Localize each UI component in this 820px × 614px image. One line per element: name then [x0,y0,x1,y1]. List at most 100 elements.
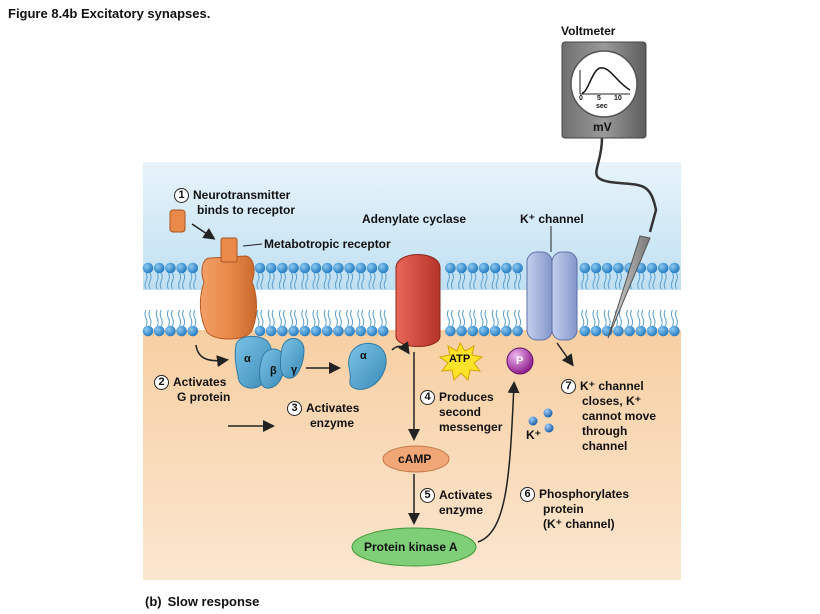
lipid-tail [450,309,454,327]
lipid-tail [170,309,174,327]
lipid-head [187,262,199,274]
step-1-number: 1 [174,188,189,203]
step-6-line3: (K⁺ channel) [543,517,615,531]
lipid-tail [159,272,163,290]
lipid-tail [592,272,596,290]
lipid-tail [338,272,342,290]
lipid-tail [178,309,182,327]
step-2-number: 2 [154,375,169,390]
lipid-tail [652,272,656,290]
lipid-head [613,262,624,274]
lipid-tail [350,309,354,327]
k-ion-label: K⁺ [526,428,541,442]
voltmeter-axis-label: sec [596,103,608,110]
lipid-tail [290,272,294,290]
lipid-tail [166,272,170,290]
lipid-tail [659,272,663,290]
lipid-head [153,262,165,274]
lipid-tail [585,309,589,327]
lipid-tail [271,272,275,290]
lipid-tail [502,272,506,290]
lipid-tail [484,272,488,290]
lipid-tail [256,309,260,327]
lipid-tail [626,309,630,327]
lipid-tail [603,272,607,290]
lipid-head [377,262,389,274]
voltmeter-cable [595,137,658,233]
step-7-number: 7 [561,379,576,394]
lipid-tail [663,272,667,290]
step-7-line5: channel [582,439,628,453]
k-ion [543,408,553,418]
lipid-tail [301,272,305,290]
lipid-head [299,262,311,274]
lipid-head [366,262,378,274]
gamma-label: γ [291,364,298,376]
figure-caption: (b)Slow response [145,594,259,609]
lipid-head [579,325,591,337]
lipid-head [590,262,602,274]
lipid-tail [659,309,663,327]
lipid-tail [670,272,674,290]
lipid-tail [361,309,365,327]
lipid-head [456,262,467,274]
lipid-tail [357,272,361,290]
metabotropic-receptor-label: Metabotropic receptor [264,237,391,251]
lipid-tail [346,309,350,327]
lipid-head [165,325,176,337]
step-4-line3: messenger [439,420,503,434]
atp-label: ATP [449,353,471,365]
lipid-tail [614,272,618,290]
lipid-tail [480,272,484,290]
lipid-tail [155,272,159,290]
lipid-tail [491,309,495,327]
step-7-line1: K⁺ channel [580,379,644,393]
lipid-tail [278,272,282,290]
lipid-head [467,262,479,274]
pka-label: Protein kinase A [364,540,458,554]
lipid-head [344,262,355,274]
lipid-tail [189,272,193,290]
camp-molecule [382,445,450,473]
lipid-tail [166,309,170,327]
step-2-line2: G protein [177,390,231,404]
lipid-tail [491,272,495,290]
lipid-tail [282,272,286,290]
lipid-tail [458,272,462,290]
adenylate-cyclase [395,254,441,347]
lipid-tail [670,309,674,327]
lipid-tail [592,309,596,327]
lipid-head [288,262,299,274]
lipid-tail [260,309,264,327]
lipid-head [153,325,165,337]
neurotransmitter [169,209,186,233]
lipid-tail [518,272,522,290]
lipid-tail [480,309,484,327]
lipid-tail [596,272,600,290]
lipid-tail [469,309,473,327]
lipid-tail [271,309,275,327]
lipid-tail [334,272,338,290]
lipid-tail [383,272,387,290]
lipid-tail [473,309,477,327]
metabotropic-receptor [199,237,257,340]
lipid-head [265,325,277,337]
step-6-number: 6 [520,487,535,502]
lipid-tail [294,272,298,290]
lipid-head [310,262,322,274]
lipid-tail [256,272,260,290]
lipid-head [142,262,154,274]
lipid-head [445,262,456,274]
lipid-tail [346,272,350,290]
lipid-tail [316,272,320,290]
atp-burst [438,341,484,382]
lipid-head [288,325,299,337]
lipid-tail [323,309,327,327]
step-2-line1: Activates [173,375,227,389]
lipid-head [277,325,288,337]
lipid-head [478,325,490,337]
voltage-trace [581,67,631,94]
lipid-head [613,325,624,337]
lipid-head [601,262,613,274]
lipid-head [265,262,277,274]
